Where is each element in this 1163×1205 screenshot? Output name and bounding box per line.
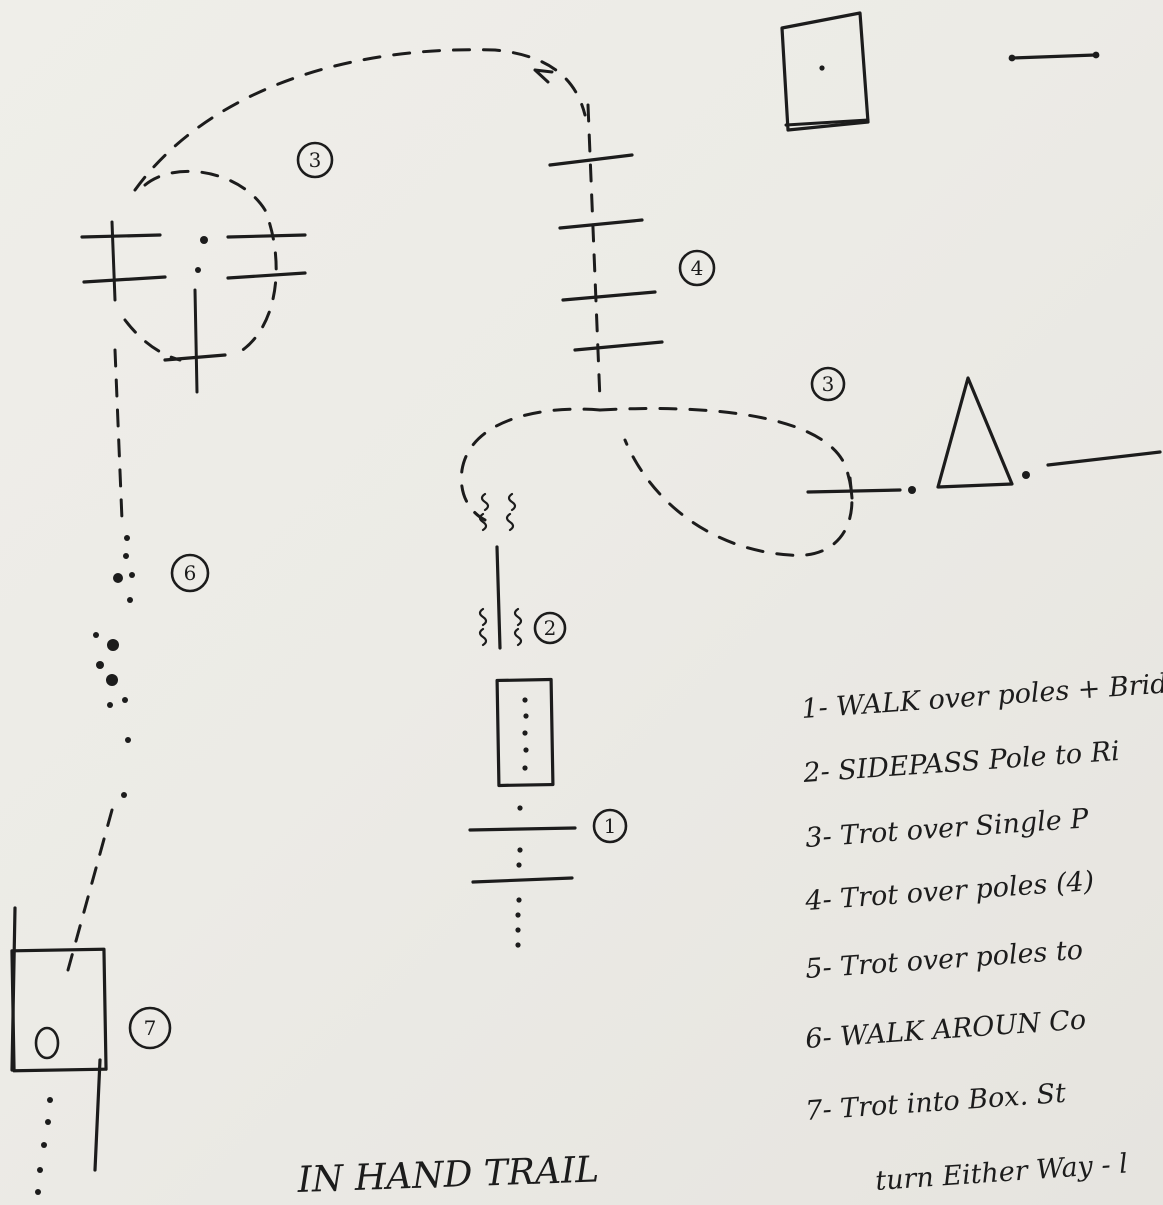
pole-set-4 [550, 155, 662, 350]
marker-2: 2 [535, 613, 565, 643]
pole-single-3 [808, 490, 900, 492]
cone-triangle [938, 378, 1012, 487]
legend-line-7: 7- Trot into Box. St [804, 1078, 1067, 1127]
marker-3-right: 3 [812, 368, 844, 400]
legend-line-6: 6- WALK AROUN Co [804, 1004, 1087, 1055]
svg-text:4: 4 [691, 256, 704, 280]
marker-1: 1 [594, 810, 626, 842]
svg-text:7: 7 [144, 1016, 157, 1040]
legend-line-8: turn Either Way - l [874, 1148, 1128, 1197]
pole-right-edge [1048, 452, 1160, 465]
route-loop-3 [600, 409, 852, 556]
marker-4: 4 [680, 251, 714, 285]
pole-top-right [1009, 52, 1100, 62]
pole-set-1 [470, 805, 575, 947]
bridge-1 [497, 680, 553, 786]
walk-dots-6 [93, 535, 135, 798]
legend-line-2: 2- SIDEPASS Pole to Ri [801, 736, 1120, 789]
svg-text:1: 1 [604, 814, 617, 838]
mailbox-top [782, 13, 868, 130]
legend-line-5: 5- Trot over poles to [804, 935, 1084, 985]
marker-7: 7 [130, 1008, 170, 1048]
legend: 1- WALK over poles + Brid 2- SIDEPASS Po… [800, 668, 1163, 1197]
svg-text:3: 3 [822, 372, 835, 396]
sidepass-2 [480, 494, 521, 648]
legend-line-3: 3- Trot over Single P [804, 803, 1090, 854]
page-title: IN HAND TRAIL [296, 1149, 600, 1201]
svg-text:2: 2 [544, 616, 557, 640]
box-7 [12, 908, 106, 1195]
route-left-lower [68, 810, 112, 970]
svg-text:6: 6 [184, 561, 197, 585]
arrow-head [535, 70, 552, 82]
route-arc-top [135, 50, 585, 190]
legend-line-1: 1- WALK over poles + Brid [800, 668, 1163, 725]
legend-line-4: 4- Trot over poles (4) [803, 866, 1095, 917]
svg-text:3: 3 [309, 148, 322, 172]
marker-3-topleft: 3 [298, 143, 332, 177]
marker-6: 6 [172, 555, 208, 591]
route-to-poles-4 [588, 105, 600, 400]
route-loop-left [461, 409, 600, 520]
route-left-upper [115, 350, 122, 520]
